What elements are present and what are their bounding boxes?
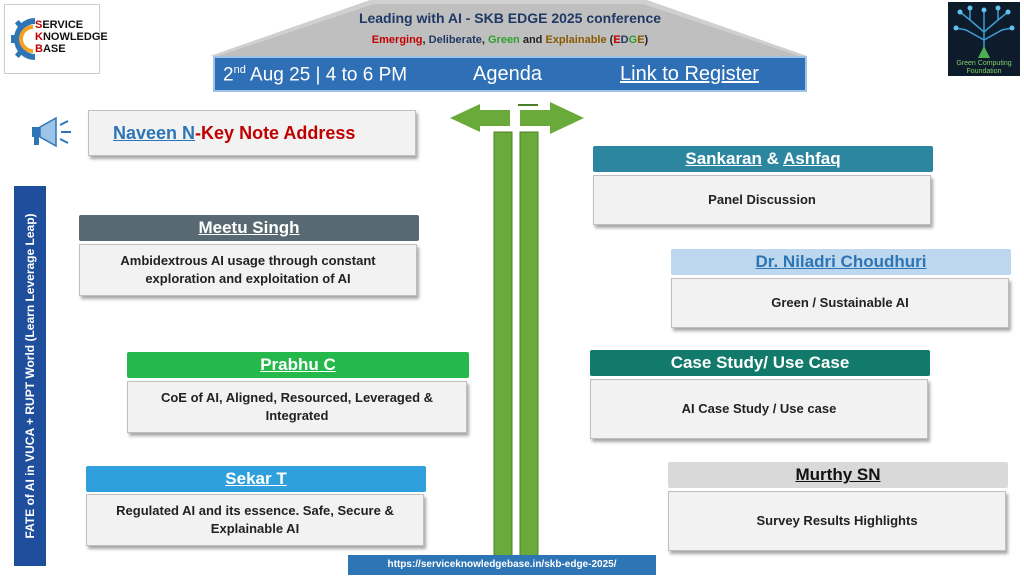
header-roof [210,0,807,56]
session-sekar-topic: Regulated AI and its essence. Safe, Secu… [86,494,424,546]
session-casestudy-topic: AI Case Study / Use case [590,379,928,439]
side-text: FATE of AI in VUCA + RUPT World (Learn L… [23,213,37,539]
keynote-sep: - [195,123,202,143]
side-band: FATE of AI in VUCA + RUPT World (Learn L… [14,186,46,566]
gear-icon [11,18,36,60]
letter-d: D [620,34,629,46]
date-day: 2 [223,64,234,86]
word-emerging: Emerging [371,34,423,46]
speaker-prabhu[interactable]: Prabhu C [260,355,336,374]
letter-k: K [35,31,43,43]
event-date: 2nd Aug 25 | 4 to 6 PM [223,64,407,86]
conference-subtitle: Emerging, Deliberate, Green and Explaina… [230,34,790,46]
keynote-speaker[interactable]: Naveen N [113,123,196,143]
letter-b: B [35,43,43,55]
agenda-label: Agenda [473,63,542,85]
conference-title: Leading with AI - SKB EDGE 2025 conferen… [358,10,662,26]
session-murthy-header: Murthy SN [668,462,1008,488]
word-green: Green [487,34,520,46]
date-rest: Aug 25 | 4 to 6 PM [245,64,408,86]
speaker-ashfaq[interactable]: Ashfaq [783,149,841,168]
session-niladri-topic: Green / Sustainable AI [671,278,1009,328]
word-deliberate: Deliberate [428,34,482,46]
logo-word-base: ASE [42,43,66,55]
keynote-card: Naveen N - Key Note Address [88,110,416,156]
session-meetu-topic: Ambidextrous AI usage through constant e… [79,244,417,296]
speaker-niladri[interactable]: Dr. Niladri Choudhuri [755,252,927,271]
letter-g: G [628,34,638,46]
sep: , [422,34,429,46]
sep: , [481,34,488,46]
session-niladri-header: Dr. Niladri Choudhuri [671,249,1011,275]
skb-logo: SERVICE KNOWLEDGE BASE [4,4,108,74]
speaker-meetu[interactable]: Meetu Singh [198,218,300,237]
session-casestudy-header: Case Study/ Use Case [590,350,930,376]
paren-close: ) [644,34,649,46]
session-prabhu-topic: CoE of AI, Aligned, Resourced, Leveraged… [127,381,467,433]
speaker-sekar[interactable]: Sekar T [225,469,287,488]
paren-open: ( [606,34,614,46]
session-meetu-header: Meetu Singh [79,215,419,241]
word-and: and [519,34,546,46]
register-link[interactable]: Link to Register [620,63,759,85]
green-computing-label: Green Computing Foundation [956,60,1012,75]
megaphone-icon [32,116,71,148]
session-prabhu-header: Prabhu C [127,352,469,378]
session-sekar-header: Sekar T [86,466,426,492]
speaker-murthy[interactable]: Murthy SN [795,465,881,484]
letter-s: S [35,19,43,31]
circuit-tree-icon [953,5,1015,58]
green-computing-logo: Green Computing Foundation [948,2,1020,76]
speaker-sankaran[interactable]: Sankaran [685,149,762,168]
letter-e2: E [637,34,645,46]
letter-e: E [613,34,621,46]
word-explainable: Explainable [545,34,607,46]
session-panel-topic: Panel Discussion [593,175,931,225]
logo-word-knowledge: NOWLEDGE [42,31,108,43]
footer-url[interactable]: https://serviceknowledgebase.in/skb-edge… [348,555,656,575]
agenda-bar: 2nd Aug 25 | 4 to 6 PM Agenda Link to Re… [213,56,807,92]
keynote-title: Key Note Address [201,123,356,143]
session-panel-header: Sankaran & Ashfaq [593,146,933,172]
date-suffix: nd [233,64,246,76]
session-murthy-topic: Survey Results Highlights [668,491,1006,551]
logo-word-service: ERVICE [42,19,84,31]
amp: & [761,149,783,168]
center-arrows [450,96,584,556]
skb-logo-text: SERVICE KNOWLEDGE BASE [35,19,108,55]
